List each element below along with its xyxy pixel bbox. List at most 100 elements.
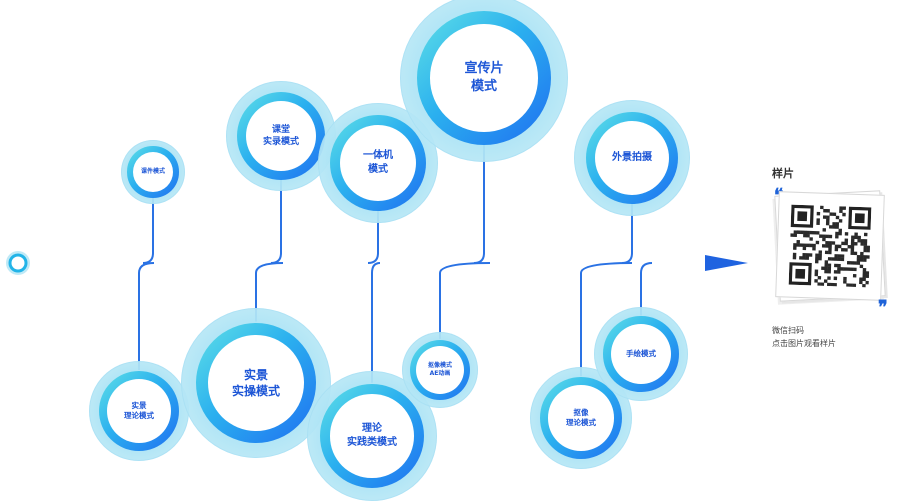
qr-module bbox=[853, 251, 858, 256]
qr-module bbox=[842, 206, 846, 210]
qr-module bbox=[802, 243, 807, 247]
mode-bubble-bottom-5[interactable]: 抠像理论模式 bbox=[530, 367, 632, 469]
qr-module bbox=[834, 254, 838, 258]
qr-module bbox=[823, 208, 827, 213]
qr-module bbox=[815, 240, 820, 245]
qr-module bbox=[857, 235, 861, 240]
qr-module bbox=[825, 241, 829, 245]
qr-module bbox=[833, 276, 838, 281]
qr-module bbox=[809, 243, 813, 248]
qr-module bbox=[824, 266, 828, 271]
qr-module bbox=[834, 244, 839, 249]
qr-module bbox=[832, 222, 836, 226]
bubble-label: 手绘模式 bbox=[625, 348, 656, 358]
close-quote-icon: ❞ bbox=[878, 297, 888, 318]
qr-card[interactable] bbox=[775, 191, 885, 301]
bubble-label: AE动画 bbox=[429, 369, 451, 377]
qr-module bbox=[833, 270, 838, 274]
qr-module bbox=[833, 282, 837, 287]
qr-code-icon[interactable] bbox=[788, 204, 872, 288]
qr-module bbox=[837, 267, 841, 271]
qr-module bbox=[830, 282, 834, 287]
bubble-label: 模式 bbox=[470, 78, 497, 94]
qr-module bbox=[835, 215, 840, 220]
qr-module bbox=[859, 255, 864, 259]
qr-module bbox=[825, 234, 829, 239]
mode-bubble-bottom-1[interactable]: 实景理论模式 bbox=[89, 361, 189, 461]
qr-module bbox=[862, 267, 867, 272]
qr-module bbox=[792, 255, 797, 260]
qr-module bbox=[818, 250, 823, 254]
qr-module bbox=[850, 241, 855, 246]
qr-module bbox=[828, 241, 832, 245]
qr-module bbox=[844, 248, 848, 252]
bubble-core: 外景拍摄 bbox=[594, 120, 670, 196]
qr-module bbox=[826, 209, 830, 213]
bubble-core: 宣传片模式 bbox=[430, 24, 538, 132]
qr-module bbox=[839, 206, 843, 210]
qr-module bbox=[796, 230, 801, 234]
qr-module bbox=[799, 256, 803, 260]
qr-module bbox=[860, 239, 865, 243]
qr-module bbox=[842, 212, 846, 217]
qr-module bbox=[814, 272, 819, 277]
qr-module bbox=[863, 239, 868, 243]
mode-bubble-bottom-6[interactable]: 手绘模式 bbox=[594, 307, 688, 401]
qr-module bbox=[823, 279, 828, 283]
qr-module bbox=[822, 234, 826, 239]
qr-module bbox=[792, 252, 797, 257]
qr-module bbox=[847, 245, 852, 249]
mode-bubble-top-2[interactable]: 课堂实录模式 bbox=[226, 81, 336, 191]
bubble-core: 实景理论模式 bbox=[107, 379, 171, 443]
bubble-core: 理论实践类模式 bbox=[330, 394, 414, 478]
qr-module bbox=[800, 230, 804, 235]
sample-panel: 样片 ❝ ❞ 微信扫码 点击图片观看样片 bbox=[770, 165, 895, 355]
qr-module bbox=[835, 225, 839, 229]
qr-module bbox=[835, 231, 839, 236]
qr-module bbox=[834, 257, 838, 261]
qr-module bbox=[840, 267, 844, 271]
bubble-label: 实景 bbox=[243, 367, 268, 382]
qr-module bbox=[802, 246, 807, 251]
bubble-label: 理论模式 bbox=[565, 417, 596, 427]
qr-module bbox=[803, 230, 807, 235]
qr-module bbox=[815, 231, 820, 235]
qr-module bbox=[856, 258, 861, 262]
qr-module bbox=[806, 230, 810, 235]
qr-module bbox=[854, 235, 858, 240]
qr-module bbox=[853, 261, 857, 265]
mode-bubble-top-4[interactable]: 宣传片模式 bbox=[400, 0, 568, 162]
connector-bottom-1 bbox=[138, 262, 155, 370]
mode-bubble-top-5[interactable]: 外景拍摄 bbox=[574, 100, 690, 216]
qr-module bbox=[815, 256, 819, 261]
qr-module bbox=[825, 244, 829, 248]
qr-module bbox=[866, 255, 870, 259]
qr-finder bbox=[797, 211, 808, 222]
mode-bubble-bottom-2[interactable]: 实景实操模式 bbox=[181, 308, 331, 458]
qr-module bbox=[862, 274, 867, 278]
qr-module bbox=[849, 283, 853, 288]
qr-module bbox=[837, 244, 842, 249]
qr-module bbox=[839, 209, 843, 214]
qr-module bbox=[809, 230, 814, 235]
bubble-label: 实录模式 bbox=[262, 136, 299, 147]
qr-module bbox=[850, 248, 855, 252]
qr-module bbox=[844, 232, 849, 236]
bubble-label: 抠像模式 bbox=[427, 361, 452, 369]
qr-module bbox=[824, 250, 829, 255]
qr-module bbox=[837, 257, 842, 261]
qr-module bbox=[831, 257, 835, 261]
qr-finder bbox=[795, 268, 806, 279]
qr-module bbox=[816, 211, 821, 216]
qr-module bbox=[827, 263, 832, 268]
qr-module bbox=[843, 267, 848, 271]
qr-module bbox=[822, 228, 827, 232]
qr-module bbox=[828, 247, 832, 252]
qr-module bbox=[862, 283, 866, 288]
qr-module bbox=[849, 267, 854, 272]
mode-bubble-top-1[interactable]: 课件模式 bbox=[121, 140, 185, 204]
bubble-label: 实践类模式 bbox=[346, 436, 397, 448]
sample-title: 样片 bbox=[772, 167, 794, 180]
